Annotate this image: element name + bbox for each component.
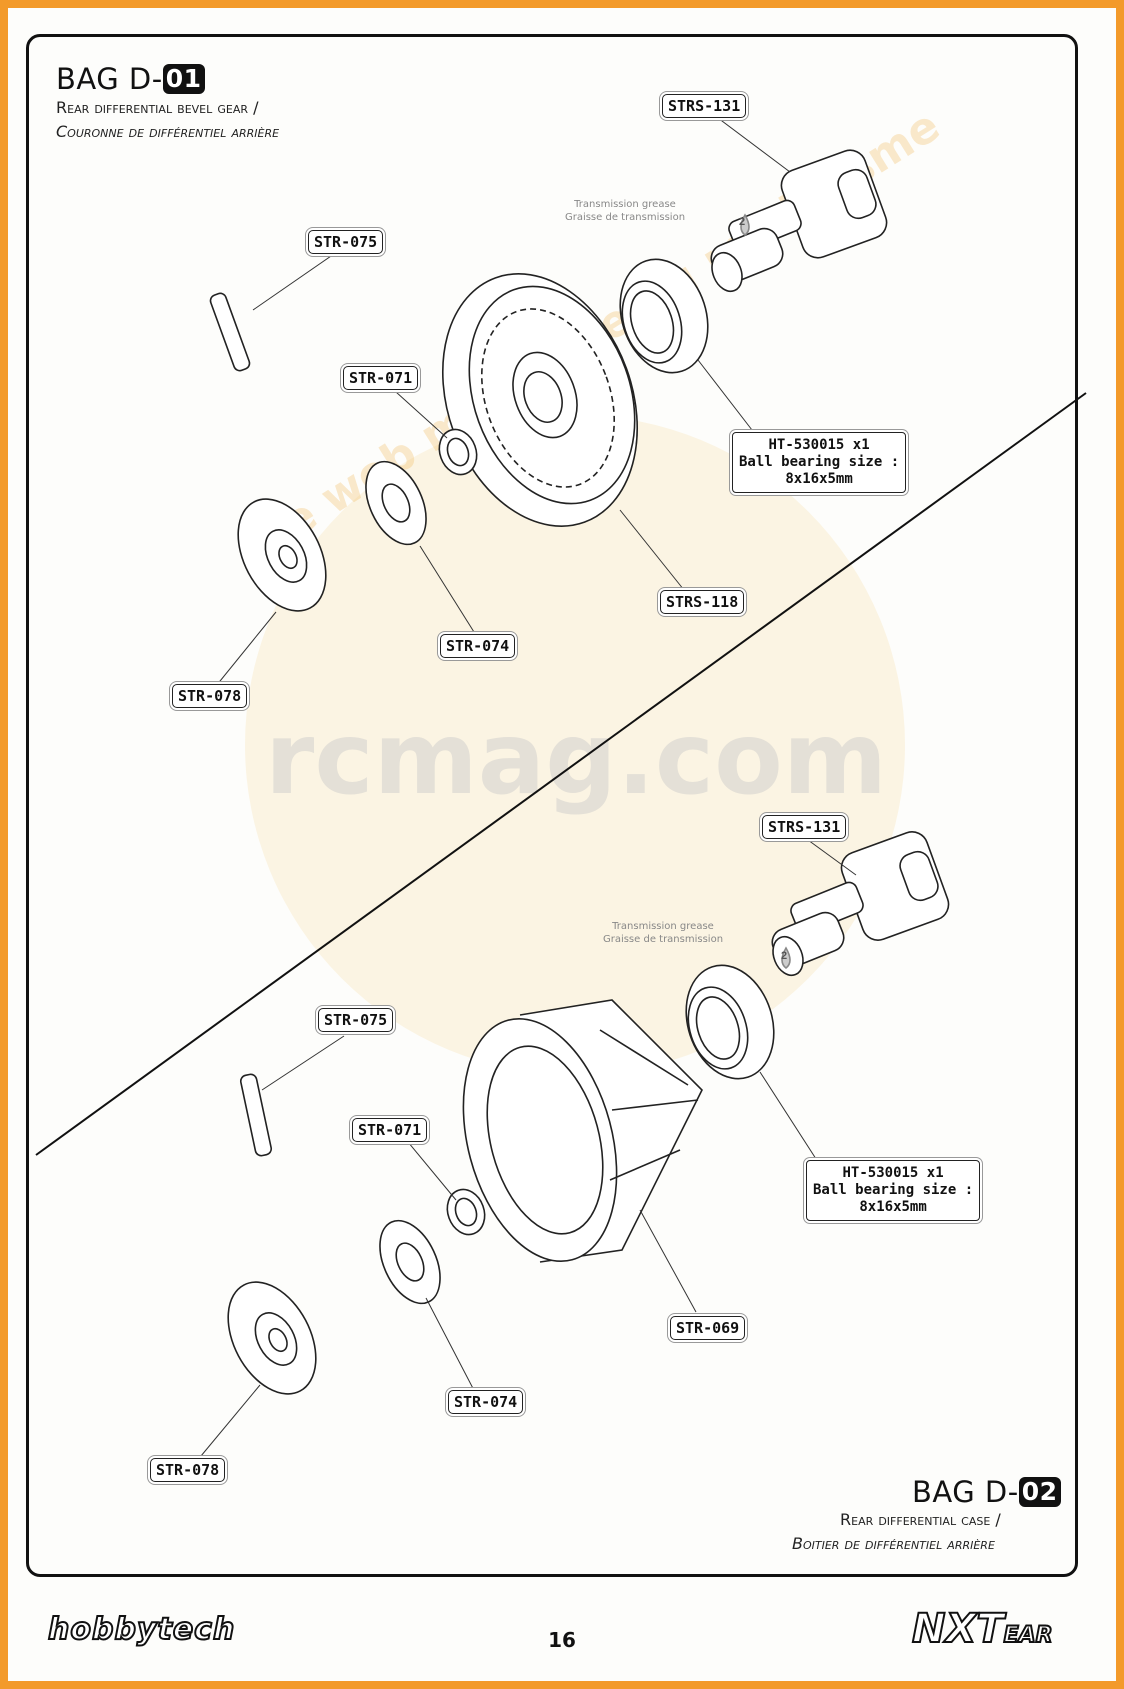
part-tag-str075-bottom: STR-075 bbox=[318, 1008, 394, 1032]
bag-d01-number: 01 bbox=[162, 64, 205, 94]
bearing-bottom-part: HT-530015 x1 bbox=[842, 1165, 944, 1181]
nxt-logo-text: NXT bbox=[911, 1605, 1005, 1653]
pin-bottom bbox=[239, 1073, 273, 1157]
diagram-frame bbox=[26, 34, 1078, 1577]
watermark-site: rcmag.com bbox=[265, 700, 888, 817]
grease-step-bottom: 2 bbox=[781, 950, 788, 962]
nxt-ear-logo: NXTEAR bbox=[911, 1605, 1054, 1653]
hobbytech-logo: hobbytech bbox=[47, 1611, 236, 1648]
part-tag-str071-bottom: STR-071 bbox=[352, 1118, 428, 1142]
grease-drop-top bbox=[740, 213, 750, 237]
part-tag-strs131-bottom: STRS-131 bbox=[762, 815, 847, 839]
output-cup-bottom bbox=[771, 831, 950, 977]
bevel-pinion-bottom bbox=[227, 1281, 317, 1395]
bearing-callout-bottom: HT-530015 x1 Ball bearing size : 8x16x5m… bbox=[806, 1160, 981, 1221]
grease-step-top: 2 bbox=[739, 216, 746, 228]
bevel-ring-gear bbox=[441, 273, 639, 527]
bearing-top-size-label: Ball bearing size : bbox=[739, 454, 900, 470]
bag-d01-subtitle-fr: Couronne de différentiel arrière bbox=[56, 122, 280, 141]
bearing-top-part: HT-530015 x1 bbox=[768, 437, 870, 453]
grease-drop-bottom bbox=[781, 946, 791, 970]
grease-note-bottom-fr: Graisse de transmission bbox=[602, 934, 724, 945]
bag-d02-number: 02 bbox=[1018, 1477, 1061, 1507]
grease-note-bottom-en: Transmission grease bbox=[612, 921, 714, 932]
differential-case bbox=[462, 999, 703, 1263]
ball-bearing-top bbox=[619, 258, 709, 374]
bevel-pinion-top bbox=[237, 498, 327, 612]
page-number: 16 bbox=[548, 1628, 576, 1652]
part-tag-str071-top: STR-071 bbox=[343, 366, 419, 390]
watermark-circle bbox=[245, 415, 905, 1075]
part-tag-strs118: STRS-118 bbox=[660, 590, 745, 614]
washer-bottom bbox=[379, 1219, 441, 1305]
bag-d01-title: BAG D-01 bbox=[56, 62, 205, 96]
part-tag-str069: STR-069 bbox=[670, 1316, 746, 1340]
bearing-bottom-size: 8x16x5mm bbox=[859, 1199, 927, 1215]
nxt-logo-suffix: EAR bbox=[1003, 1622, 1054, 1649]
shim-small-bottom bbox=[446, 1188, 486, 1236]
output-cup-top bbox=[710, 149, 888, 293]
part-tag-strs131-top: STRS-131 bbox=[662, 94, 747, 118]
bearing-callout-top: HT-530015 x1 Ball bearing size : 8x16x5m… bbox=[732, 432, 907, 493]
section-divider bbox=[35, 392, 1087, 1156]
bearing-bottom-size-label: Ball bearing size : bbox=[813, 1182, 974, 1198]
bag-d02-prefix: BAG D- bbox=[912, 1475, 1019, 1509]
part-tag-str078-top: STR-078 bbox=[172, 684, 248, 708]
grease-note-bottom: Transmission grease Graisse de transmiss… bbox=[598, 920, 728, 946]
grease-note-top-en: Transmission grease bbox=[574, 199, 676, 210]
bearing-top-size: 8x16x5mm bbox=[785, 471, 853, 487]
washer-top bbox=[365, 460, 427, 546]
shim-small-top bbox=[438, 428, 478, 476]
pin-top bbox=[209, 292, 251, 372]
ball-bearing-bottom bbox=[685, 964, 775, 1080]
bag-d01-subtitle-en: Rear differential bevel gear / bbox=[56, 98, 259, 117]
grease-note-top-fr: Graisse de transmission bbox=[564, 212, 686, 223]
bag-d02-subtitle-fr: Boitier de différentiel arrière bbox=[792, 1534, 995, 1553]
bag-d01-prefix: BAG D- bbox=[56, 62, 163, 96]
part-tag-str074-bottom: STR-074 bbox=[448, 1390, 524, 1414]
part-tag-str074-top: STR-074 bbox=[440, 634, 516, 658]
bag-d02-title: BAG D-02 bbox=[912, 1475, 1061, 1509]
grease-note-top: Transmission grease Graisse de transmiss… bbox=[560, 198, 690, 224]
part-tag-str078-bottom: STR-078 bbox=[150, 1458, 226, 1482]
part-tag-str075-top: STR-075 bbox=[308, 230, 384, 254]
bag-d02-subtitle-en: Rear differential case / bbox=[840, 1510, 1001, 1529]
